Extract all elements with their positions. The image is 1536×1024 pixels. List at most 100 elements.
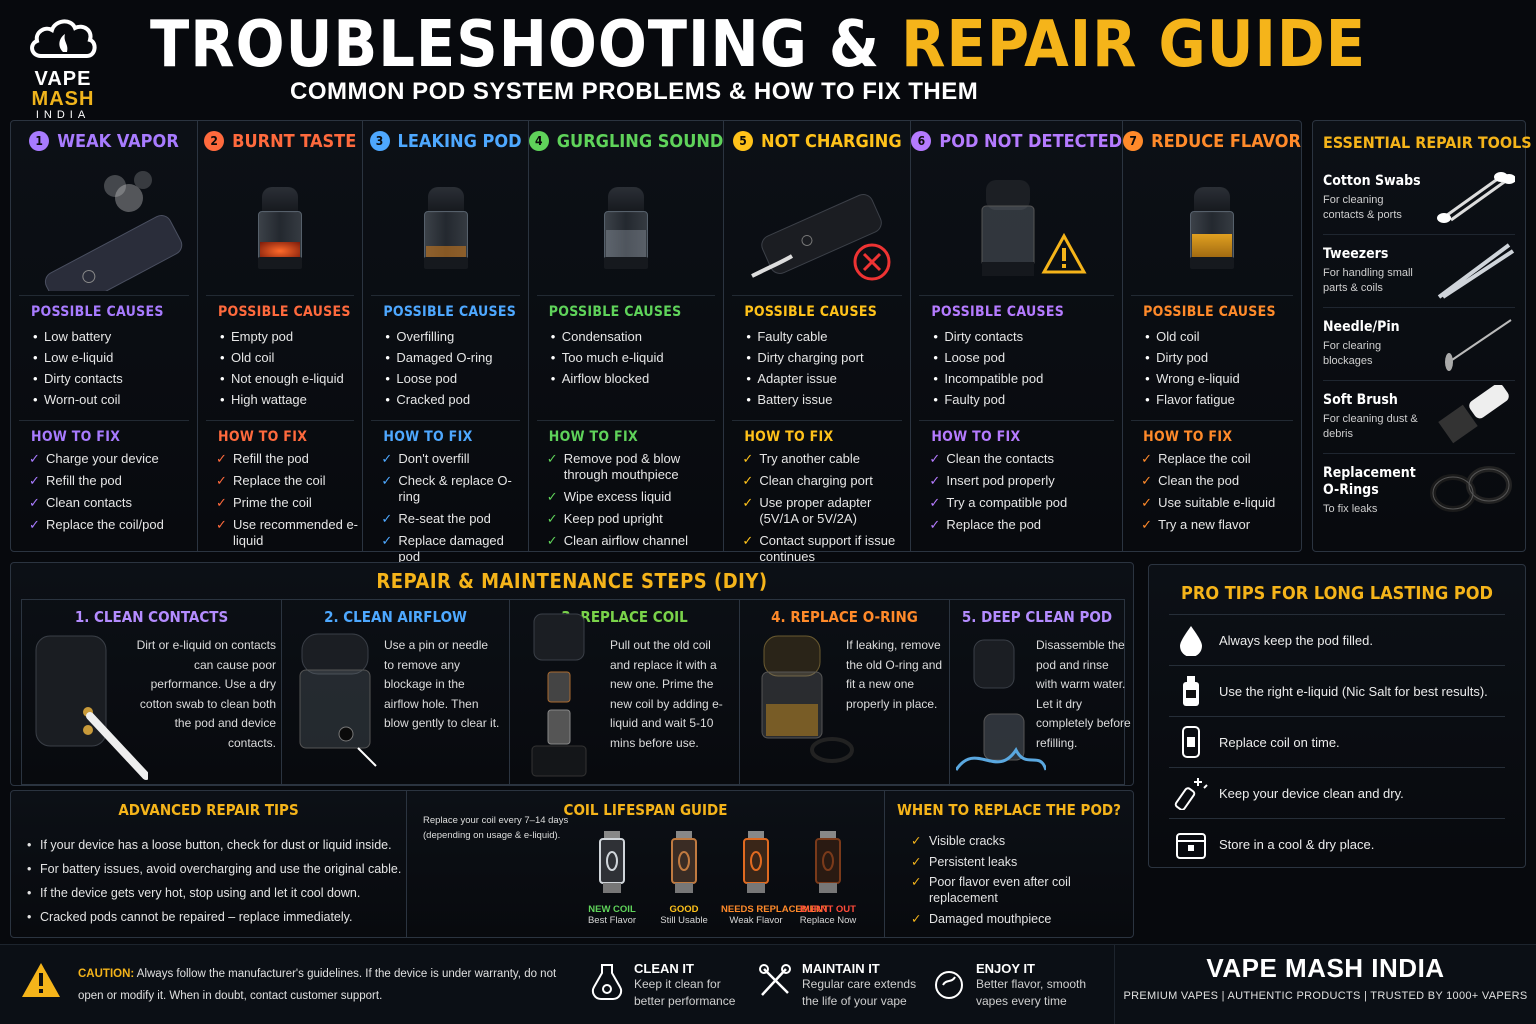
problem-image [536, 161, 716, 296]
tool-name: Tweezers [1323, 246, 1389, 262]
cause-item: Dirty contacts [933, 326, 1122, 347]
footer-item-title: MAINTAIN IT [802, 961, 880, 976]
cause-item: High wattage [220, 389, 362, 410]
advanced-tip-item: For battery issues, avoid overcharging a… [27, 857, 406, 881]
tool-name: Soft Brush [1323, 392, 1398, 408]
page-subtitle: COMMON POD SYSTEM PROBLEMS & HOW TO FIX … [290, 78, 979, 105]
fixes-list: Remove pod & blow through mouthpieceWipe… [547, 451, 724, 549]
causes-heading: POSSIBLE CAUSES [31, 304, 164, 320]
causes-list: Faulty cableDirty charging portAdapter i… [746, 326, 910, 414]
page-title: TROUBLESHOOTING & REPAIR GUIDE [150, 8, 1365, 82]
causes-list: Old coilDirty podWrong e-liquidFlavor fa… [1145, 326, 1301, 414]
step-title: 4. REPLACE O-RING [771, 608, 918, 626]
causes-heading: POSSIBLE CAUSES [1143, 304, 1276, 320]
causes-list: OverfillingDamaged O-ringLoose podCracke… [385, 326, 527, 414]
coil-stage-sub: Still Usable [660, 915, 708, 926]
fix-item: Wipe excess liquid [547, 489, 724, 505]
footer-item-desc: Keep it clean for better performance [634, 977, 736, 1008]
fix-item: Clean charging port [742, 473, 910, 489]
cause-item: Overfilling [385, 326, 527, 347]
cause-item: Damaged O-ring [385, 347, 527, 368]
problem-number-badge: 7 [1123, 131, 1144, 151]
problem-number-badge: 6 [911, 131, 932, 151]
coil-stage-sub: Weak Flavor [729, 915, 783, 926]
diy-steps-panel: REPAIR & MAINTENANCE STEPS (DIY) 1. CLEA… [10, 562, 1134, 786]
cause-item: Dirty contacts [33, 368, 197, 389]
problem-title-text: WEAK VAPOR [57, 130, 179, 152]
coil-guide-note: Replace your coil every 7–14 days (depen… [423, 815, 569, 841]
footer-brand-name: VAPE MASH INDIA [1206, 953, 1445, 983]
fix-heading: HOW TO FIX [31, 429, 121, 445]
cause-item: Empty pod [220, 326, 362, 347]
pro-tip-text: Use the right e-liquid (Nic Salt for bes… [1219, 683, 1488, 699]
pod-warning-icon [981, 179, 1087, 276]
step-replace-coil: 3. REPLACE COIL Pull out the old coil an… [510, 600, 740, 784]
problem-image [19, 161, 189, 296]
pod-icon [1169, 725, 1213, 759]
cause-item: Not enough e-liquid [220, 368, 362, 389]
coil-stage-label: BURNT OUT [800, 904, 856, 915]
coil-stage-label: GOOD [669, 904, 699, 915]
logo-line2: MASH [31, 88, 95, 110]
fix-item: Insert pod properly [929, 473, 1122, 489]
fix-item: Keep pod upright [547, 511, 724, 527]
cause-item: Low battery [33, 326, 197, 347]
fix-item: Replace the pod [929, 517, 1122, 533]
when-replace-pod: WHEN TO REPLACE THE POD? Visible cracksP… [885, 791, 1133, 937]
logo-line3: INDIA [35, 109, 91, 121]
advanced-tip-item: Cracked pods cannot be repaired – replac… [27, 905, 406, 929]
fix-item: Clean the contacts [929, 451, 1122, 467]
vapor-icon [935, 971, 963, 999]
caution-label: CAUTION: [78, 968, 135, 980]
fix-item: Replace damaged pod [381, 533, 527, 565]
fixes-list: Try another cableClean charging portUse … [742, 451, 910, 565]
fix-heading: HOW TO FIX [383, 429, 473, 445]
cause-item: Too much e-liquid [551, 347, 724, 368]
cloud-logo-icon [30, 19, 97, 58]
fix-item: Try another cable [742, 451, 910, 467]
pro-tip-item: Replace coil on time. [1169, 716, 1505, 767]
fixes-list: Replace the coilClean the podUse suitabl… [1141, 451, 1301, 533]
step-title: 2. CLEAN AIRFLOW [324, 608, 467, 626]
fix-item: Refill the pod [29, 473, 197, 489]
when-item: Visible cracks [911, 833, 1133, 849]
fix-item: Use proper adapter (5V/1A or 5V/2A) [742, 495, 910, 527]
advanced-tip-item: If the device gets very hot, stop using … [27, 881, 406, 905]
footer-item-title: CLEAN IT [634, 961, 694, 976]
problem-number-badge: 4 [528, 131, 549, 151]
coil-stage-sub: Best Flavor [587, 915, 637, 926]
cause-item: Adapter issue [746, 368, 910, 389]
tool-name: Replacement O-Rings [1323, 464, 1416, 498]
title-part1: TROUBLESHOOTING & [150, 8, 902, 82]
causes-list: CondensationToo much e-liquidAirflow blo… [551, 326, 724, 414]
fix-item: Replace the coil [1141, 451, 1301, 467]
fix-heading: HOW TO FIX [1143, 429, 1233, 445]
fix-heading: HOW TO FIX [218, 429, 308, 445]
cause-item: Battery issue [746, 389, 910, 410]
sparkle-device-icon [1169, 776, 1213, 810]
caution-text: CAUTION: Always follow the manufacturer'… [78, 963, 558, 1007]
step-title: 5. DEEP CLEAN POD [961, 608, 1113, 626]
box-icon [1169, 828, 1213, 860]
pod-airflow-icon [299, 633, 377, 767]
when-item: Persistent leaks [911, 854, 1133, 870]
